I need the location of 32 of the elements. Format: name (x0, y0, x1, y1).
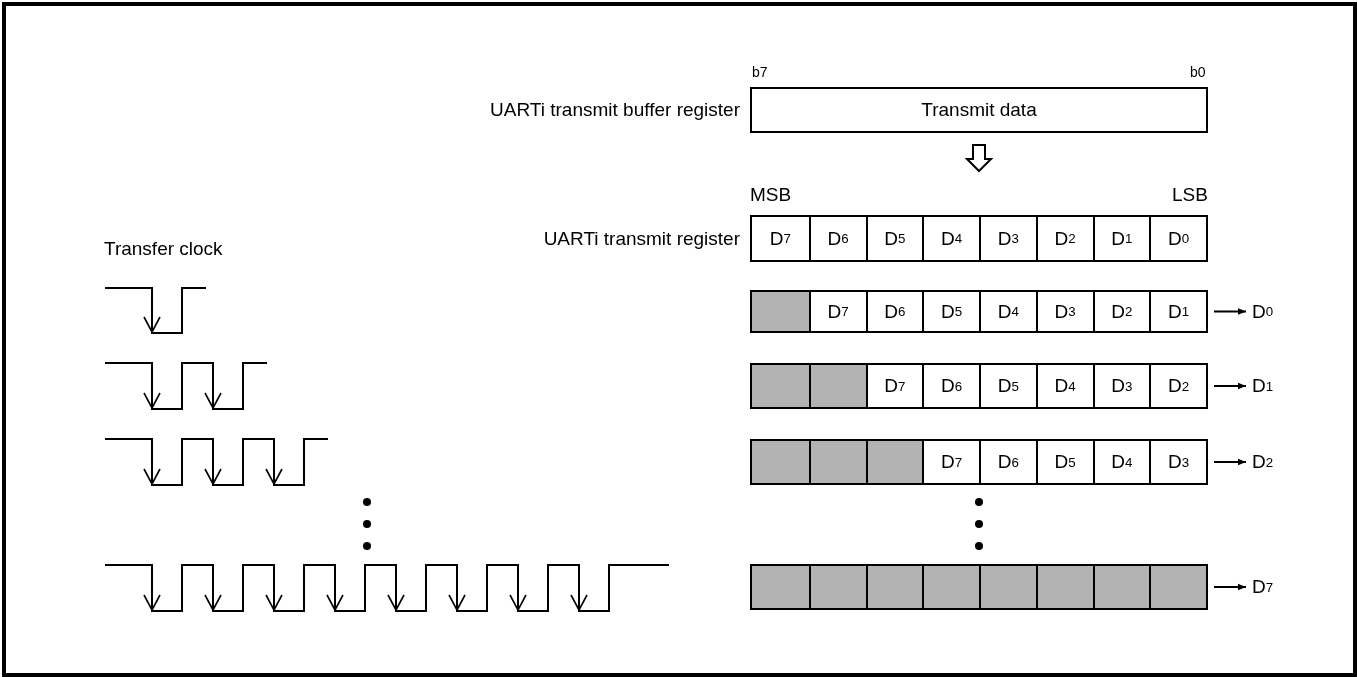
register-cell (752, 566, 809, 608)
register-row (750, 290, 1208, 333)
arrow (1213, 458, 1247, 466)
register-cell (808, 441, 866, 483)
register-row (750, 363, 1208, 409)
bit-label: b0 (1190, 64, 1206, 80)
arrow (1213, 382, 1247, 390)
bit-label: b7 (752, 64, 768, 80)
bit-order-label: LSB (1172, 184, 1208, 206)
register-name: UARTi transmit register (543, 227, 740, 250)
arrow (1213, 308, 1247, 315)
bit-order-label: MSB (750, 184, 792, 206)
register-name: UARTi transmit buffer register (490, 99, 740, 121)
register-cell (1149, 566, 1206, 608)
register-cell (752, 292, 809, 331)
register-cell (808, 365, 866, 407)
register-cell (865, 441, 923, 483)
register-cell (922, 566, 979, 608)
register-row (750, 215, 1208, 262)
register-row (750, 564, 1208, 610)
register-row (750, 439, 1208, 485)
transfer-arrow (964, 144, 994, 173)
register-cell (752, 365, 809, 407)
register-cell (1035, 566, 1093, 608)
register-cell (865, 566, 923, 608)
register-cell (808, 566, 866, 608)
register-cell (1092, 566, 1150, 608)
register-cell (979, 566, 1036, 608)
arrow (1213, 583, 1247, 591)
register-box: Transmit data (750, 87, 1208, 133)
register-cell (752, 441, 809, 483)
signal-label: Transfer clock (104, 238, 223, 260)
